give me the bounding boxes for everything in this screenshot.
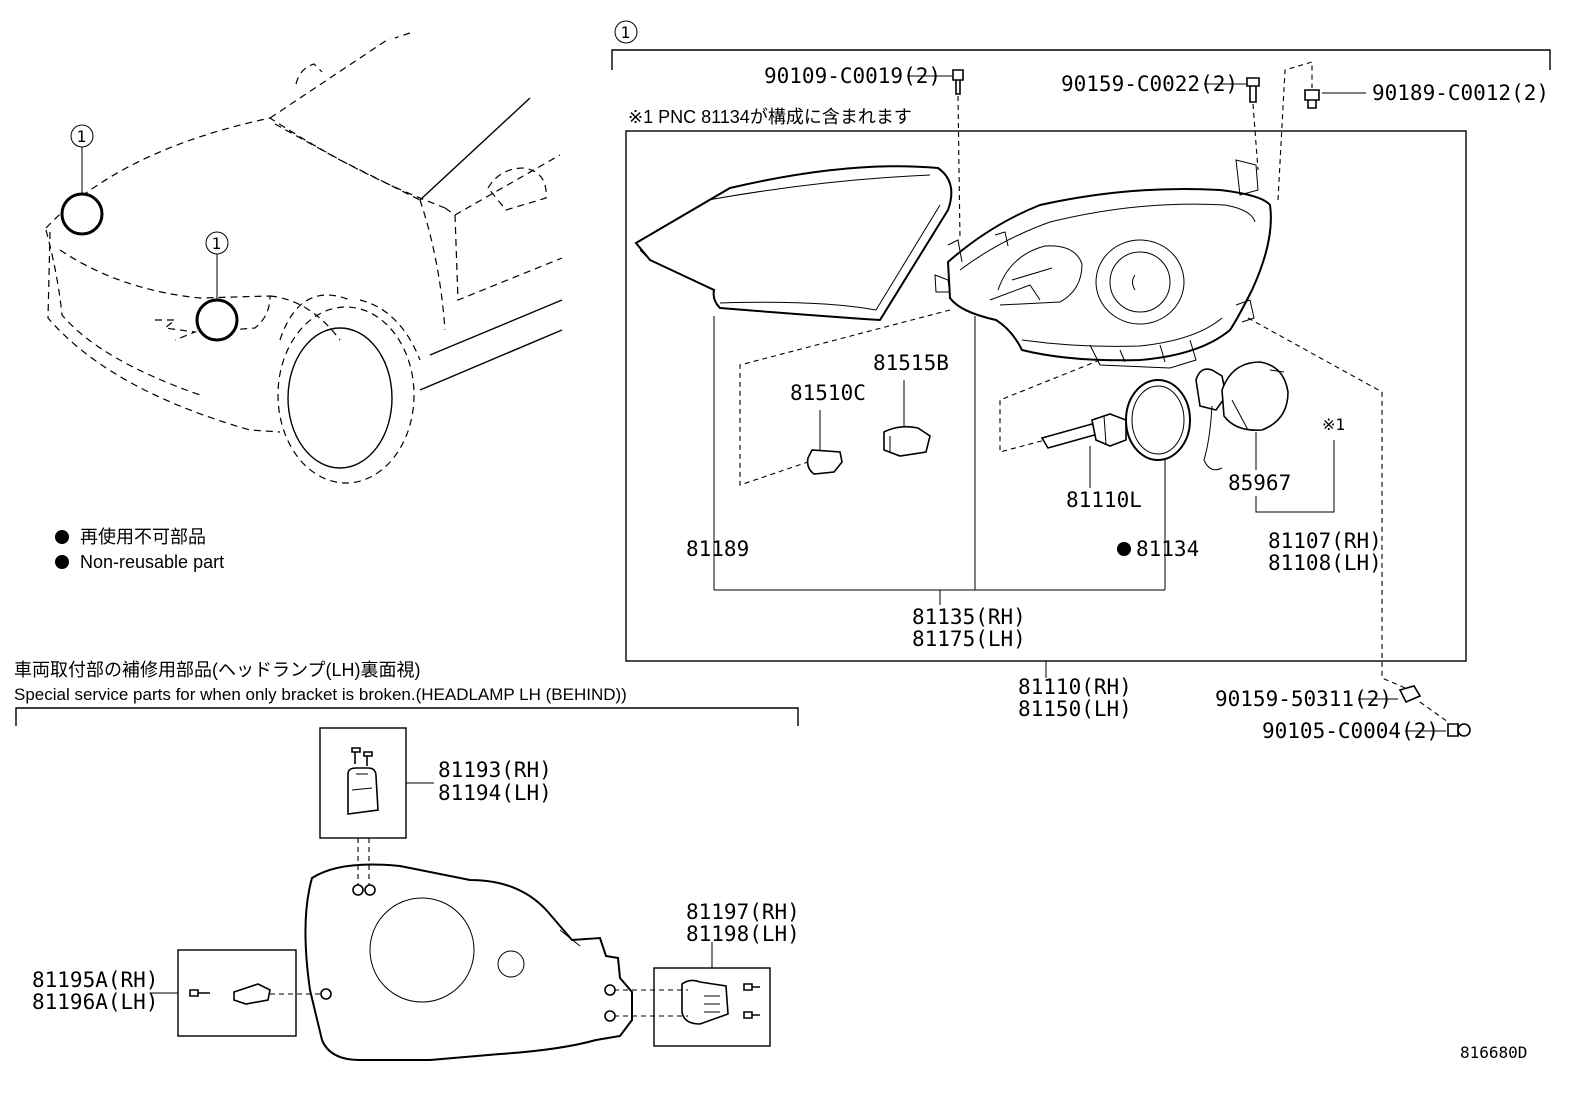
car-front-illustration: 1 1: [45, 32, 563, 484]
legend: 再使用不可部品 Non-reusable part: [55, 527, 224, 572]
callout-number: 1: [212, 234, 222, 253]
label-81107: 81107(RH): [1268, 529, 1382, 553]
bulb-81510c: 81510C: [790, 381, 866, 475]
non-reusable-dot-icon: [55, 530, 69, 544]
service-title-en: Special service parts for when only brac…: [14, 685, 627, 704]
bracket-81193: [347, 747, 379, 815]
label-81198: 81198(LH): [686, 922, 800, 946]
bolt-icon: [1447, 723, 1459, 737]
label-81510c: 81510C: [790, 381, 866, 405]
clip-nut-icon: [1304, 89, 1320, 109]
label-81196a: 81196A(LH): [32, 990, 158, 1014]
label-81189: 81189: [686, 537, 749, 561]
label-90189-c0012: 90189-C0012(2): [1372, 81, 1549, 105]
headlamp-housing: [934, 159, 1272, 678]
label-85967: 85967: [1228, 471, 1291, 495]
diagram-id: 816680D: [1460, 1043, 1527, 1062]
label-81193: 81193(RH): [438, 758, 552, 782]
screw-icon: [1246, 77, 1260, 103]
label-81108: 81108(LH): [1268, 551, 1382, 575]
bulb-81110l: 81110L: [1040, 413, 1142, 512]
label-81110l: 81110L: [1066, 488, 1142, 512]
clip-icon: [1398, 685, 1422, 704]
o-ring-81134: 81134: [1117, 379, 1199, 590]
note-ref: ※1: [1322, 415, 1345, 434]
label-81134: 81134: [1136, 537, 1199, 561]
callout-number: 1: [621, 23, 631, 42]
headlamp-location-marker: [60, 192, 104, 236]
service-title-ja: 車両取付部の補修用部品(ヘッドランプ(LH)裏面視): [14, 660, 420, 680]
label-81110: 81110(RH): [1018, 675, 1132, 699]
bolt-icon: [952, 69, 964, 95]
callout-circle: [70, 124, 94, 148]
socket-81515b: 81515B: [873, 351, 949, 457]
label-81135: 81135(RH): [912, 605, 1026, 629]
non-reusable-dot-icon: [55, 555, 69, 569]
lower-fasteners: 90159-50311(2) 90105-C0004(2): [1215, 685, 1471, 743]
callout-circle: [614, 20, 638, 44]
top-fasteners: 90109-C0019(2) 90159-C0022(2) 90189-C001…: [764, 61, 1549, 241]
label-81150: 81150(LH): [1018, 697, 1132, 721]
pnc-note: ※1 PNC 81134が構成に含まれます: [628, 107, 912, 127]
label-81175: 81175(LH): [912, 627, 1026, 651]
label-81195a: 81195A(RH): [32, 968, 158, 992]
legend-ja: 再使用不可部品: [80, 527, 206, 547]
service-parts-section: 車両取付部の補修用部品(ヘッドランプ(LH)裏面視) Special servi…: [14, 660, 800, 1061]
igniter-85967: 85967 ※1: [1195, 361, 1345, 513]
label-81197: 81197(RH): [686, 900, 800, 924]
label-81194: 81194(LH): [438, 781, 552, 805]
headlamp-location-marker: [195, 298, 239, 342]
callout-number: 1: [77, 127, 87, 146]
non-reusable-dot-icon: [1117, 542, 1131, 556]
label-81515b: 81515B: [873, 351, 949, 375]
lens-81189: [634, 165, 953, 590]
legend-en: Non-reusable part: [80, 552, 224, 572]
callout-circle: [205, 231, 229, 255]
